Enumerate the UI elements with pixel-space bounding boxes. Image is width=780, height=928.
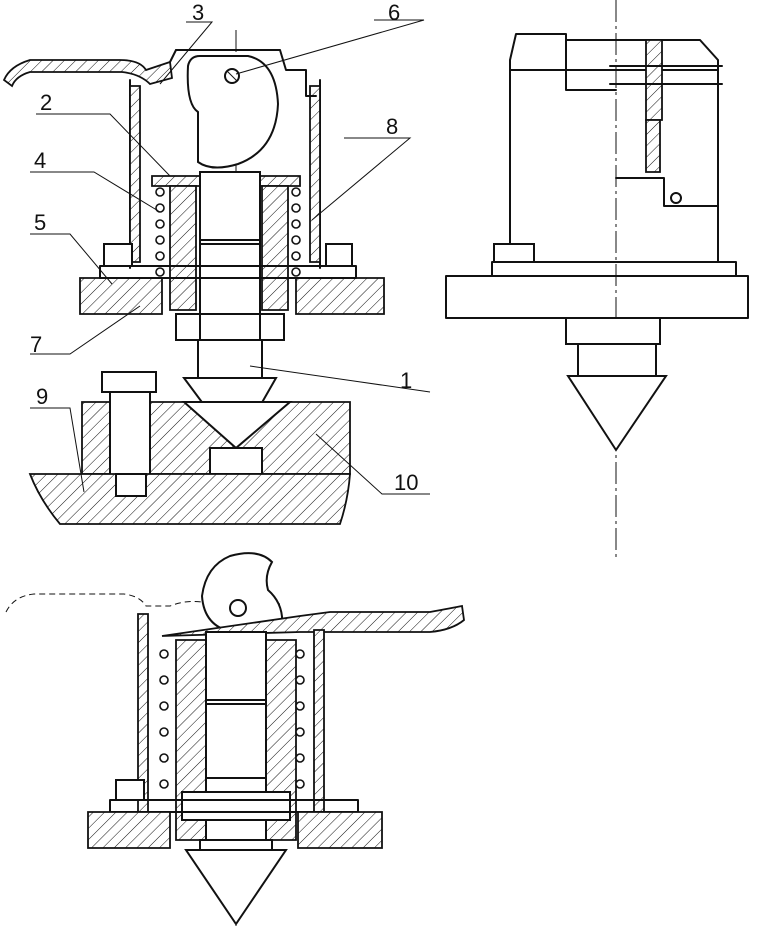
callout-6: 6 xyxy=(388,0,400,25)
view-section-engaged xyxy=(2,30,385,525)
guide-sleeve-left xyxy=(169,185,197,311)
housing-wall-left xyxy=(129,85,141,263)
guide-sleeve-right xyxy=(261,185,289,311)
callout-3: 3 xyxy=(192,0,204,25)
callout-7: 7 xyxy=(30,332,42,357)
screw-head xyxy=(101,371,157,393)
lever-handle xyxy=(2,59,173,88)
nut xyxy=(175,313,285,341)
base-plate-left xyxy=(79,277,163,315)
spring-coils-left-released xyxy=(159,649,169,789)
callout-9: 9 xyxy=(36,384,48,409)
base-plate-right xyxy=(295,277,385,315)
base-plate-released-right xyxy=(297,811,383,849)
view-section-released xyxy=(5,552,465,926)
side-cone-tip xyxy=(566,375,668,452)
fixture-base xyxy=(28,473,351,525)
callout-2: 2 xyxy=(40,90,52,115)
bolt-left xyxy=(103,243,133,267)
bolt-right xyxy=(325,243,353,267)
callout-5: 5 xyxy=(34,210,46,235)
cone-tip-released xyxy=(184,849,288,926)
housing-wall-right xyxy=(309,85,321,263)
mounting-plate xyxy=(445,275,749,319)
spring-coils-left xyxy=(155,187,165,277)
nut-released xyxy=(181,791,291,821)
spring-coils-right-released xyxy=(295,649,305,789)
section-wall xyxy=(645,39,663,121)
callout-4: 4 xyxy=(34,148,46,173)
callout-10: 10 xyxy=(394,470,418,495)
callout-1: 1 xyxy=(400,368,412,393)
cam xyxy=(186,55,280,169)
leader-lines xyxy=(30,19,431,495)
base-plate-released-left xyxy=(87,811,171,849)
callout-8: 8 xyxy=(386,114,398,139)
lever-released xyxy=(161,604,465,637)
view-side xyxy=(445,0,749,560)
spring-coils-right xyxy=(291,187,301,277)
lower-shaft xyxy=(197,339,263,379)
flange-bolt xyxy=(493,243,535,263)
